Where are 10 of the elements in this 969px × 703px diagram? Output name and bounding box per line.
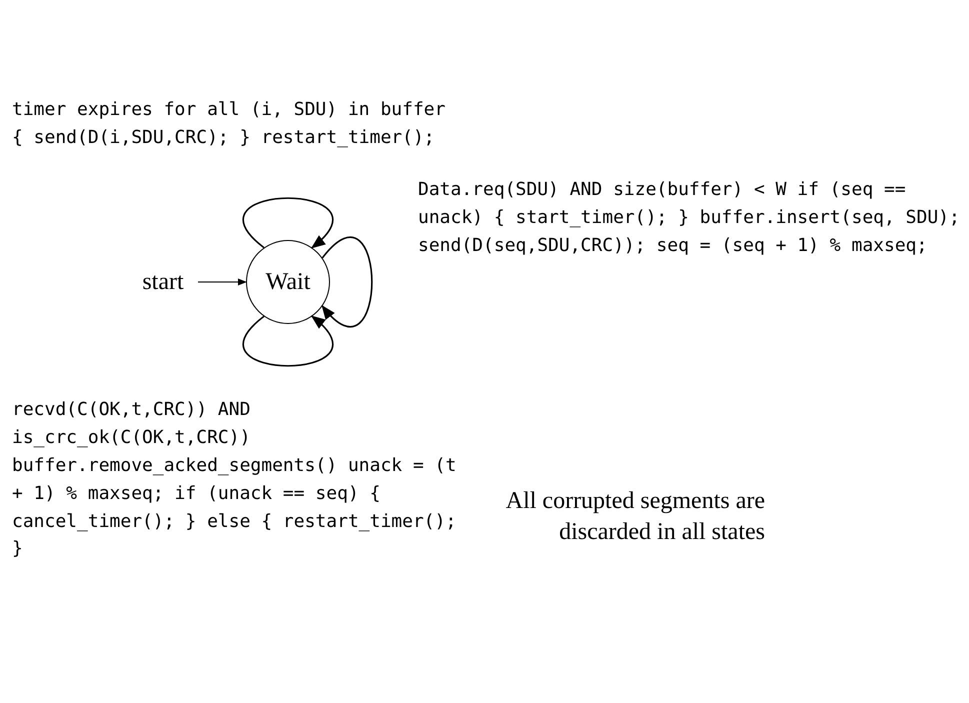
loop-arrow [321,236,373,328]
loop-arrow [242,197,334,249]
loop-arrow [242,315,334,367]
edge-label: timer expires for all (i, SDU) in buffer { send(D(i,SDU,CRC); } restart_timer(); [12,98,446,150]
note-text: All corrupted segments are discarded in all states [504,487,765,548]
start-label: start [128,265,198,299]
state-circle: Wait [246,240,330,324]
arrow [198,278,247,286]
edge-label: recvd(C(OK,t,CRC)) AND is_crc_ok(C(OK,t,CRC)) buffer.remove_acked_segments() unack = (t + 1) % maxseq; if (unack == seq) { cancel_timer(); } else { restart_timer(); } [12,398,458,562]
edge-label: Data.req(SDU) AND size(buffer) < W if (seq == unack) { start_timer(); } buffer.insert(seq, SDU); send(D(seq,SDU,CRC)); seq = (seq + 1) % maxseq; [418,178,961,258]
